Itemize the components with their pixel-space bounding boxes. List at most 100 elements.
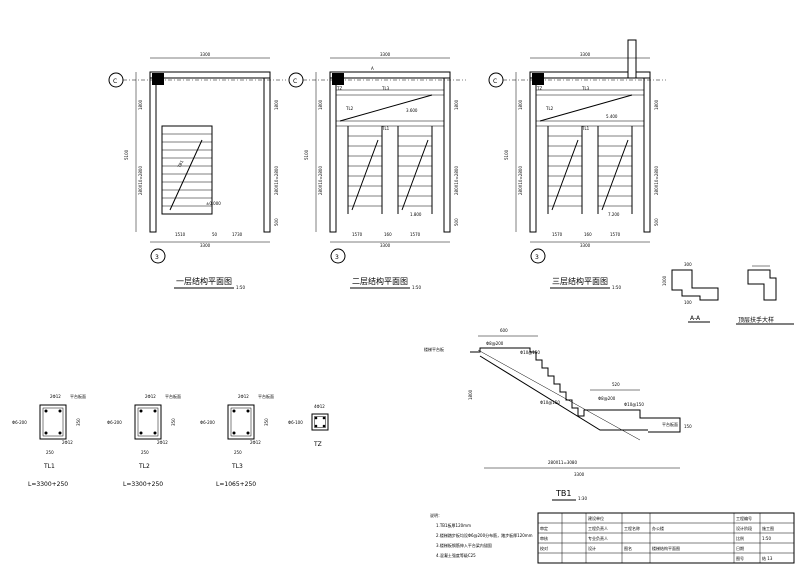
plan1-axis-c-label: C (113, 78, 117, 85)
detail-rail-label: 顶层扶手大样 (738, 316, 774, 324)
tl2-note: 平台板面 (165, 393, 181, 399)
plan1-dim-bottom-part: 50 (212, 232, 218, 237)
title-block-cell: 施工图 (762, 525, 774, 531)
plan-1: TB1 ±0.000 3300 3300 1510 50 1730 5100 1… (108, 52, 286, 290)
tl2-name: TL2 (138, 463, 150, 470)
tl3-top-bar: 2Φ12 (238, 394, 249, 399)
plan2-beam-label: TL1 (381, 126, 390, 131)
tl3-note: 平台板面 (258, 393, 274, 399)
section-tl1: 2Φ12 平台板面 Φ6-200 2Φ12 350 250 TL1 L=3300… (12, 393, 86, 488)
title-block-cell: 设计 (588, 545, 596, 551)
tl1-bottom-bar: 2Φ12 (62, 440, 73, 445)
plan3-beam-label: TL2 (545, 106, 554, 111)
plan2-beam-label: TL3 (381, 86, 390, 91)
plan3-axis-3-bubble (530, 248, 546, 264)
tb1-rebar: Φ8@200 (486, 341, 504, 346)
tl1-name: TL1 (43, 463, 55, 470)
title-block-cell: 楼梯结构平面图 (652, 545, 680, 551)
plan3-axis-c-label: C (493, 78, 497, 85)
tb1-dim: 3300 (574, 472, 585, 477)
plan3-dim-bottom-part: 1570 (610, 232, 621, 237)
title-block-cell: 工程编号 (736, 515, 752, 521)
plan3-dim-bottom: 3300 (580, 243, 591, 248)
tb1-scale: 1:30 (578, 496, 587, 501)
tb1-dim: 600 (500, 328, 508, 333)
plan3-column-label: TZ (536, 86, 542, 91)
tb1-rebar: Φ10@150 (520, 350, 540, 355)
tb1-title: TB1 (555, 489, 571, 498)
tb1-rebar: Φ8@200 (598, 396, 616, 401)
plan1-dim-bottom-part: 1510 (175, 232, 186, 237)
plan2-axis-c-label: C (293, 78, 297, 85)
tl3-bottom-bar: 2Φ12 (250, 440, 261, 445)
tl2-height: 350 (171, 418, 176, 426)
plan1-wall-left (149, 71, 157, 233)
tz-top-bar: 4Φ12 (314, 404, 325, 409)
section-tl2: 2Φ12 平台板面 Φ6-200 2Φ12 350 250 TL2 L=3300… (107, 393, 181, 488)
notes-heading: 说明： (430, 512, 442, 518)
plan1-dim-right-top: 1800 (274, 99, 279, 110)
tz-name: TZ (313, 441, 322, 448)
detail-aa-label: A-A (690, 315, 701, 322)
plan2-dim-bottom: 3300 (380, 243, 391, 248)
tb1-dim: 150 (684, 424, 692, 429)
title-block-cell: 专业负责人 (588, 535, 608, 541)
section-tz: 4Φ12 Φ6-100 TZ (288, 404, 329, 448)
plan3-dim-left-top: 1800 (518, 99, 523, 110)
plan1-dim-bottom: 3300 (200, 243, 211, 248)
plan2-dim-left-total: 5100 (304, 149, 309, 160)
plan3-beam-label: TL1 (581, 126, 590, 131)
tl1-height: 350 (76, 418, 81, 426)
tl2-stirrup: Φ6-200 (107, 420, 122, 425)
plan1-wall-right (263, 71, 271, 233)
plan1-run-line (169, 139, 203, 211)
title-block-cell: 日期 (736, 545, 744, 551)
plan-3: TL1 TL3 TL2 TZ 5.400 7.200 3300 3300 157… (488, 39, 666, 290)
tb1-section: 600 520 3300 280X11=3080 1800 150 Φ8@200… (424, 328, 692, 501)
tl2-length: L=3300+250 (123, 481, 163, 488)
plan1-level: ±0.000 (206, 201, 221, 206)
title-block-cell: 办公楼 (652, 525, 664, 531)
plan3-level-bottom: 7.200 (608, 212, 620, 217)
tl1-top-bar: 2Φ12 (50, 394, 61, 399)
plan3-dim-bottom-part: 160 (584, 232, 592, 237)
plan2-dim-left-mid: 280X10=2800 (318, 166, 323, 195)
tl2-bottom-bar: 2Φ12 (157, 440, 168, 445)
tl1-width: 250 (46, 450, 54, 455)
plan3-dim-right-top: 1800 (654, 99, 659, 110)
plan1-run-label: TB1 (176, 159, 185, 169)
plan3-axis-3-label: 3 (535, 254, 539, 261)
plan2-dim-bottom-part: 160 (384, 232, 392, 237)
plan1-title: 一层结构平面图 (176, 276, 232, 286)
notes-line: 2.楼梯踏步板均设Φ6@200分布筋，踏步板厚120mm (436, 532, 533, 538)
plan2-level-bottom: 1.800 (410, 212, 422, 217)
plan3-column (532, 73, 544, 85)
plan2-beam-label: TL2 (345, 106, 354, 111)
plan2-scale: 1:50 (412, 285, 421, 290)
title-block-cell: 工程名称 (624, 525, 640, 531)
plan1-axis-3-bubble (150, 248, 166, 264)
title-block-cell: 校对 (540, 545, 548, 551)
plan3-dim-bottom-part: 1570 (552, 232, 563, 237)
detail-aa-dim: 300 (684, 262, 692, 267)
title-block-cell: 1:50 (762, 536, 771, 541)
tb1-dim: 520 (612, 382, 620, 387)
tl3-name: TL3 (231, 463, 243, 470)
tl1-length: L=3300+250 (28, 481, 68, 488)
tl3-height: 350 (264, 418, 269, 426)
plan1-dim-right-mid: 280X10=2800 (274, 166, 279, 195)
tb1-label: 楼梯平台板 (424, 346, 444, 352)
tl1-note: 平台板面 (70, 393, 86, 399)
plan1-dim-bottom-part: 1730 (232, 232, 243, 237)
plan1-scale: 1:50 (236, 285, 245, 290)
detail-aa: 300 1000 100 A-A (662, 262, 719, 323)
plan2-dim-bottom-part: 1570 (410, 232, 421, 237)
title-block-cell: 图名 (624, 545, 632, 551)
tl2-width: 250 (141, 450, 149, 455)
notes-line: 3.楼梯板钢筋伸入平台梁内锚固 (436, 542, 492, 548)
notes: 说明： 1.TB1板厚120mm 2.楼梯踏步板均设Φ6@200分布筋，踏步板厚… (430, 512, 533, 558)
plan1-axis-3-label: 3 (155, 254, 159, 261)
plan3-dim-left-total: 5100 (504, 149, 509, 160)
